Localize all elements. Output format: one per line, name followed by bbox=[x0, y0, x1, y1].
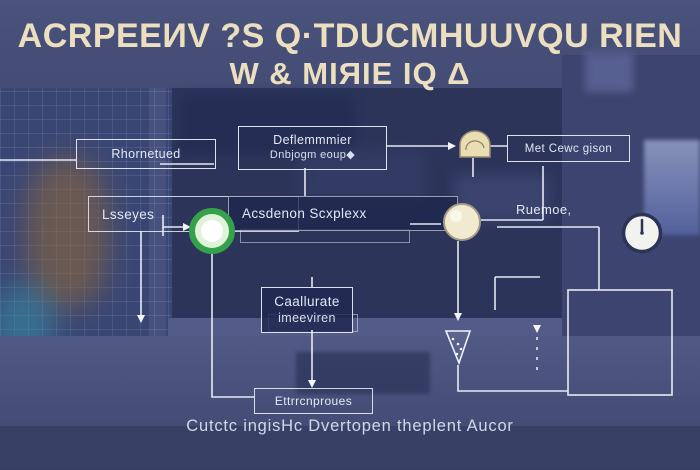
poster-title: ACRPEEИV ?S Q·TDUCMHUUVQU RIEN W & MIЯIE… bbox=[0, 17, 700, 92]
flow-box-rhometued: Rhornetued bbox=[76, 139, 216, 169]
flow-box-acsdenon: Acsdenon Scxplexx bbox=[228, 196, 458, 231]
flow-box-caallurate-line2: imeeviren bbox=[278, 310, 336, 325]
poster-title-line2: W & MIЯIE IQ Δ bbox=[229, 56, 471, 92]
flow-box-ettrrcnproues: Ettrrcnproues bbox=[254, 388, 373, 414]
flow-box-met-cewc: Met Cewc gison bbox=[507, 135, 630, 162]
flow-box-caallurate: Caallurate imeeviren bbox=[261, 287, 353, 333]
flow-box-caallurate-line1: Caallurate bbox=[274, 293, 340, 309]
bg-shelf-item bbox=[585, 52, 633, 92]
bg-screen-shadow bbox=[300, 150, 425, 202]
flow-box-acsdenon-label: Acsdenon Scxplexx bbox=[242, 206, 367, 221]
poster-title-line1: ACRPEEИV ?S Q·TDUCMHUUVQU RIEN bbox=[17, 17, 683, 55]
flow-box-determiner-line2: Dnbjogm eoup◆ bbox=[269, 148, 356, 161]
flow-box-ettrrcnproues-label: Ettrrcnproues bbox=[274, 394, 353, 408]
flow-label-ruemoe: Ruemoe, bbox=[503, 200, 596, 218]
bg-screen-shadow bbox=[180, 96, 355, 154]
flow-box-met-cewc-label: Met Cewc gison bbox=[524, 142, 613, 155]
bg-blueprint-orange-sketch bbox=[26, 158, 108, 308]
flow-box-rhometued-label: Rhornetued bbox=[111, 147, 181, 161]
flow-box-determiner: Deflemmmier Dnbjogm eoup◆ bbox=[238, 126, 387, 170]
flow-box-lsseyes-label: Lsseyes bbox=[102, 206, 155, 222]
flow-box-determiner-line1: Deflemmmier bbox=[273, 133, 352, 148]
flow-label-ruemoe-text: Ruemoe, bbox=[516, 201, 572, 217]
poster-caption: Cutctc ingisHc Dvertopen theplent Aucor bbox=[186, 417, 514, 435]
bg-keyboard bbox=[296, 352, 430, 394]
bg-desk-edge bbox=[0, 426, 700, 470]
